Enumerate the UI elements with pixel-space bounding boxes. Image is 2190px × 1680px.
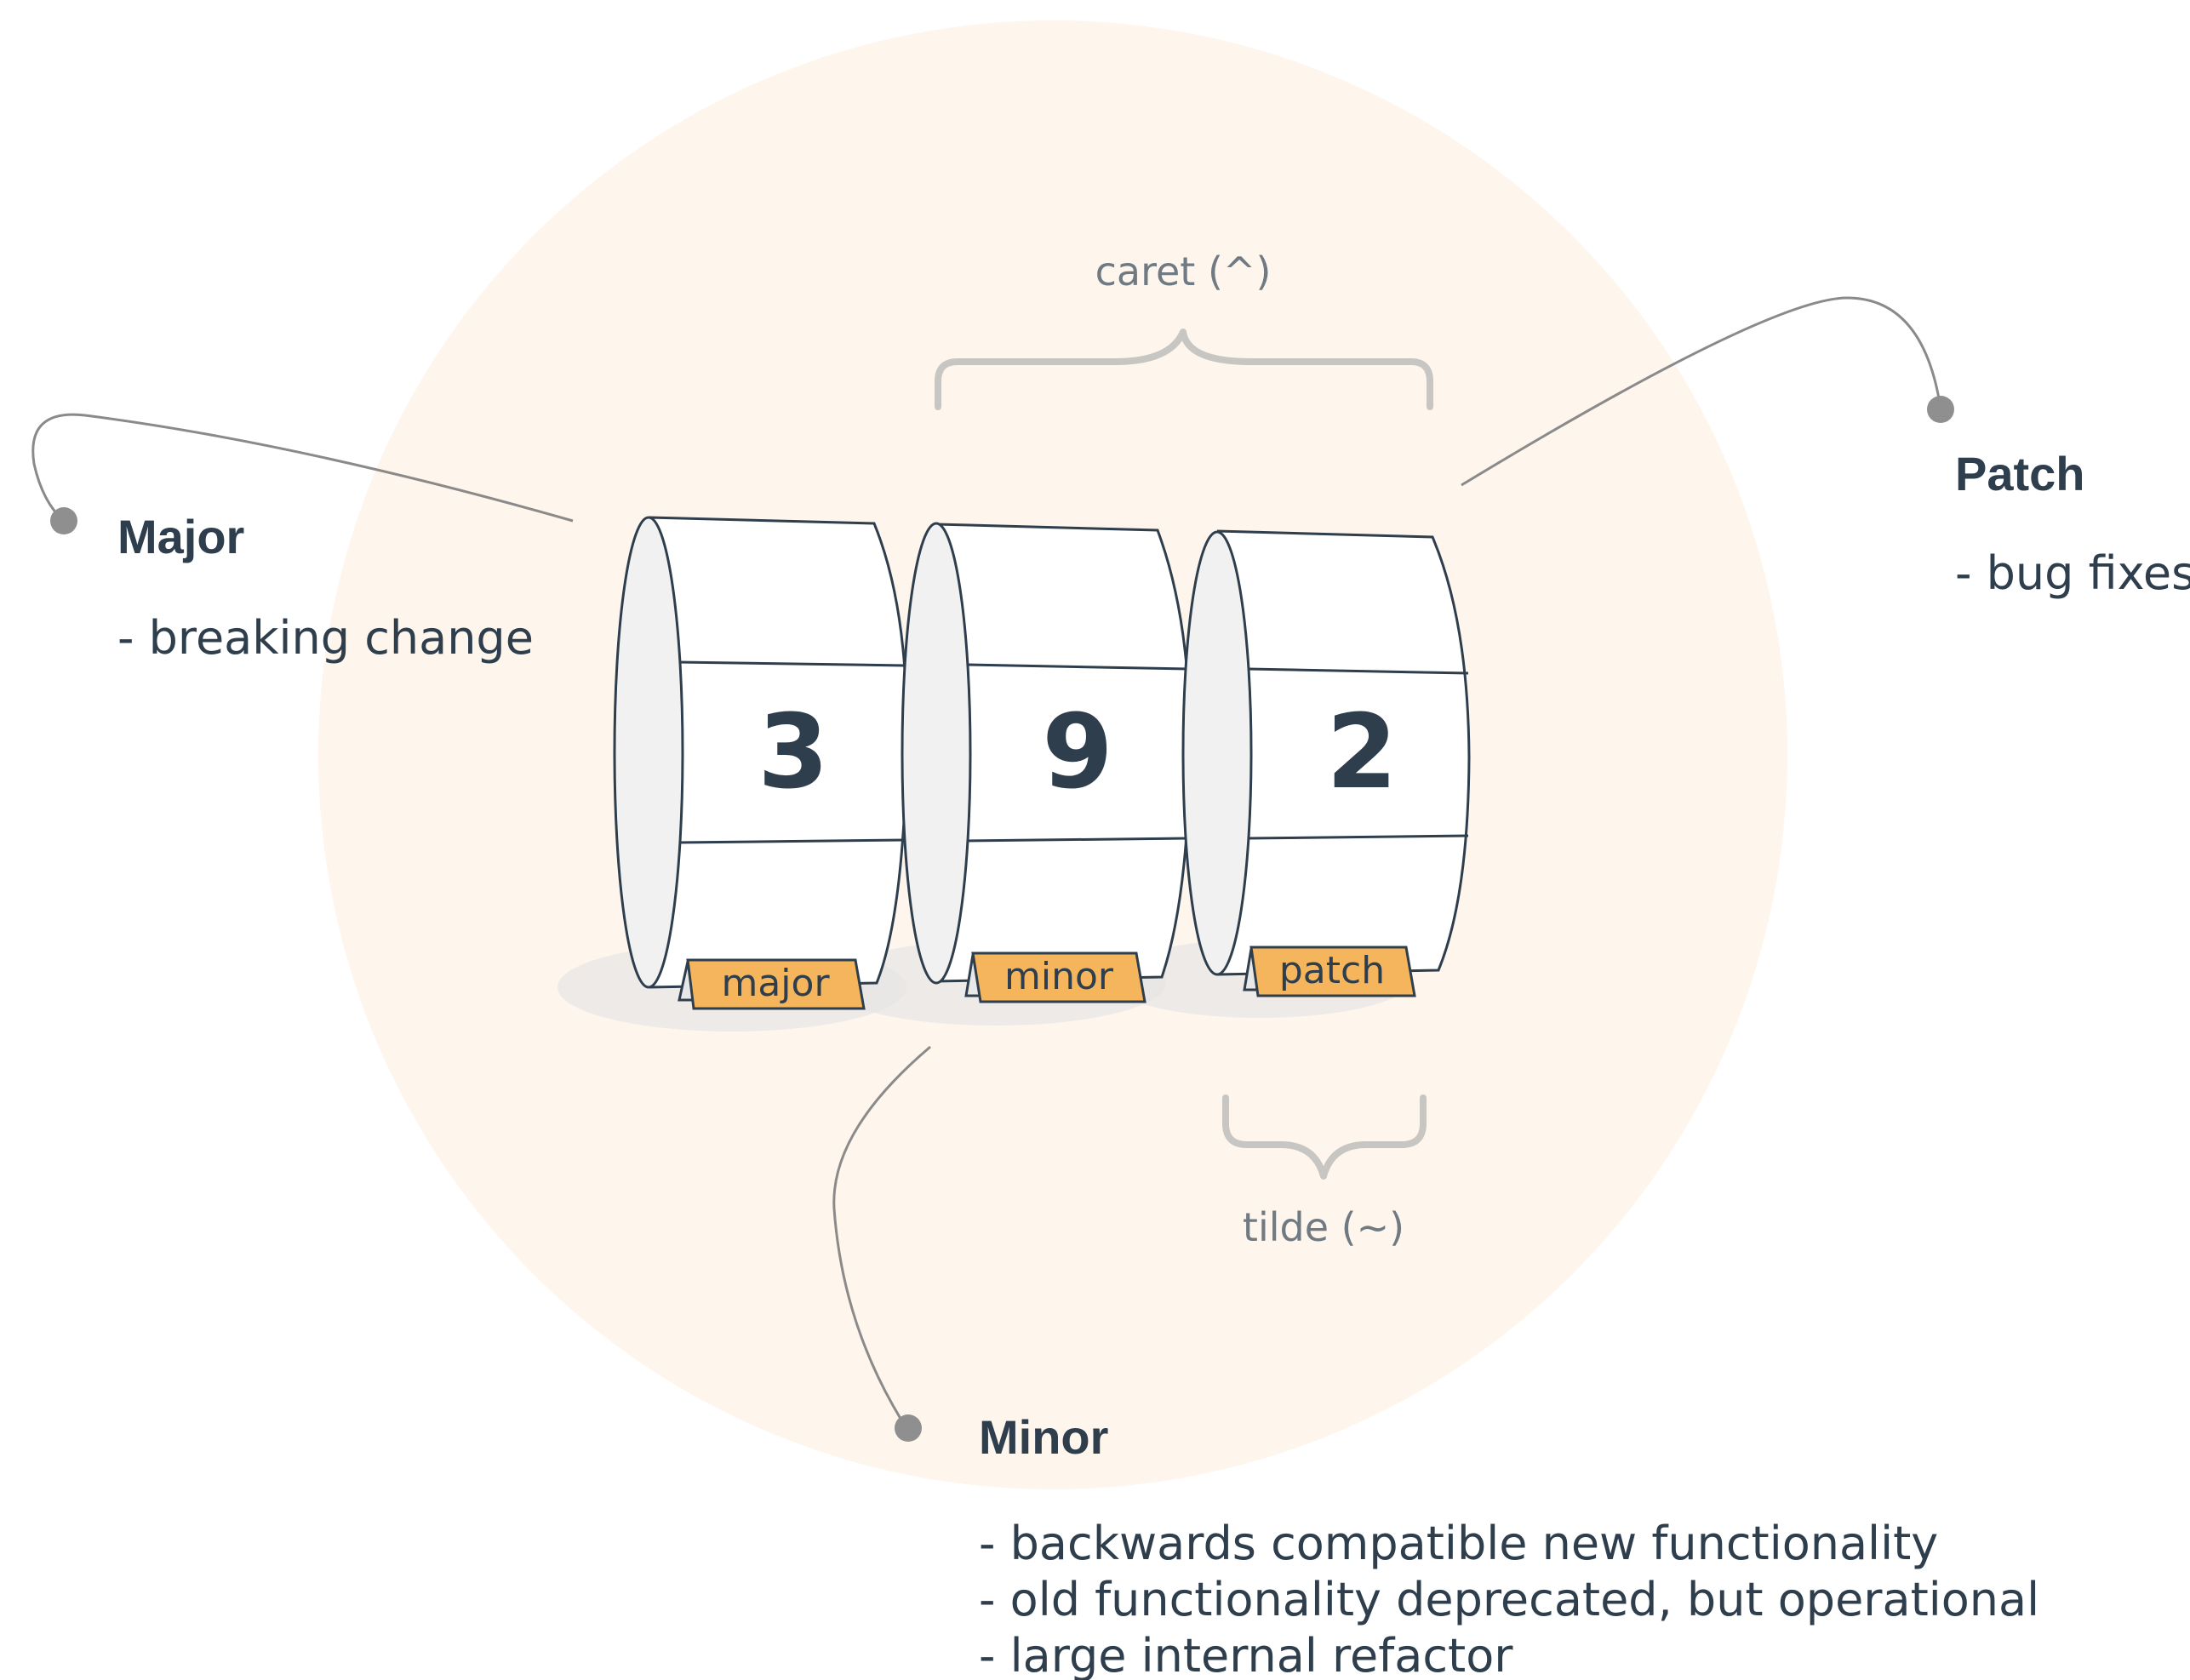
minor-tag: minor xyxy=(964,951,1146,1003)
minor-callout-line-2: - old functionality deprecated, but oper… xyxy=(979,1573,2039,1626)
minor-callout: Minor - backwards compatible new functio… xyxy=(979,1410,2039,1680)
patch-callout: Patch - bug fixes xyxy=(1955,447,2190,600)
major-leader-dot xyxy=(50,507,77,534)
minor-leader-dot xyxy=(895,1414,922,1442)
caret-label: caret (^) xyxy=(1095,249,1272,294)
major-digit: 3 xyxy=(758,694,829,812)
major-callout-title: Major xyxy=(117,510,244,563)
patch-tag: patch xyxy=(1243,946,1416,997)
patch-callout-line: - bug fixes xyxy=(1955,546,2190,600)
patch-drum: 2 xyxy=(1181,529,1471,976)
major-drum: 3 xyxy=(613,516,909,989)
minor-digit: 9 xyxy=(1042,694,1113,812)
major-tag-label: major xyxy=(721,962,830,1005)
minor-tag-label: minor xyxy=(1004,955,1114,998)
major-callout-line: - breaking change xyxy=(117,611,534,665)
major-leader-line xyxy=(31,413,574,523)
patch-digit: 2 xyxy=(1326,694,1398,812)
tilde-label: tilde (~) xyxy=(1243,1204,1404,1250)
major-tag: major xyxy=(678,958,866,1010)
minor-callout-line-3: - large internal refactor xyxy=(979,1629,1513,1680)
minor-leader-line xyxy=(832,1045,931,1429)
minor-callout-line-1: - backwards compatible new functionality xyxy=(979,1517,1938,1570)
major-callout: Major - breaking change xyxy=(117,510,534,665)
leader-lines xyxy=(31,296,1942,1429)
minor-callout-title: Minor xyxy=(979,1410,1108,1464)
minor-drum: 9 xyxy=(901,522,1192,985)
leader-dots xyxy=(50,396,1954,1442)
patch-leader-dot xyxy=(1927,396,1954,423)
caret-brace: caret (^) xyxy=(935,249,1433,410)
patch-tag-label: patch xyxy=(1279,949,1385,992)
patch-callout-title: Patch xyxy=(1955,447,2085,500)
tilde-brace: tilde (~) xyxy=(1222,1094,1427,1250)
patch-leader-line xyxy=(1461,296,1942,487)
